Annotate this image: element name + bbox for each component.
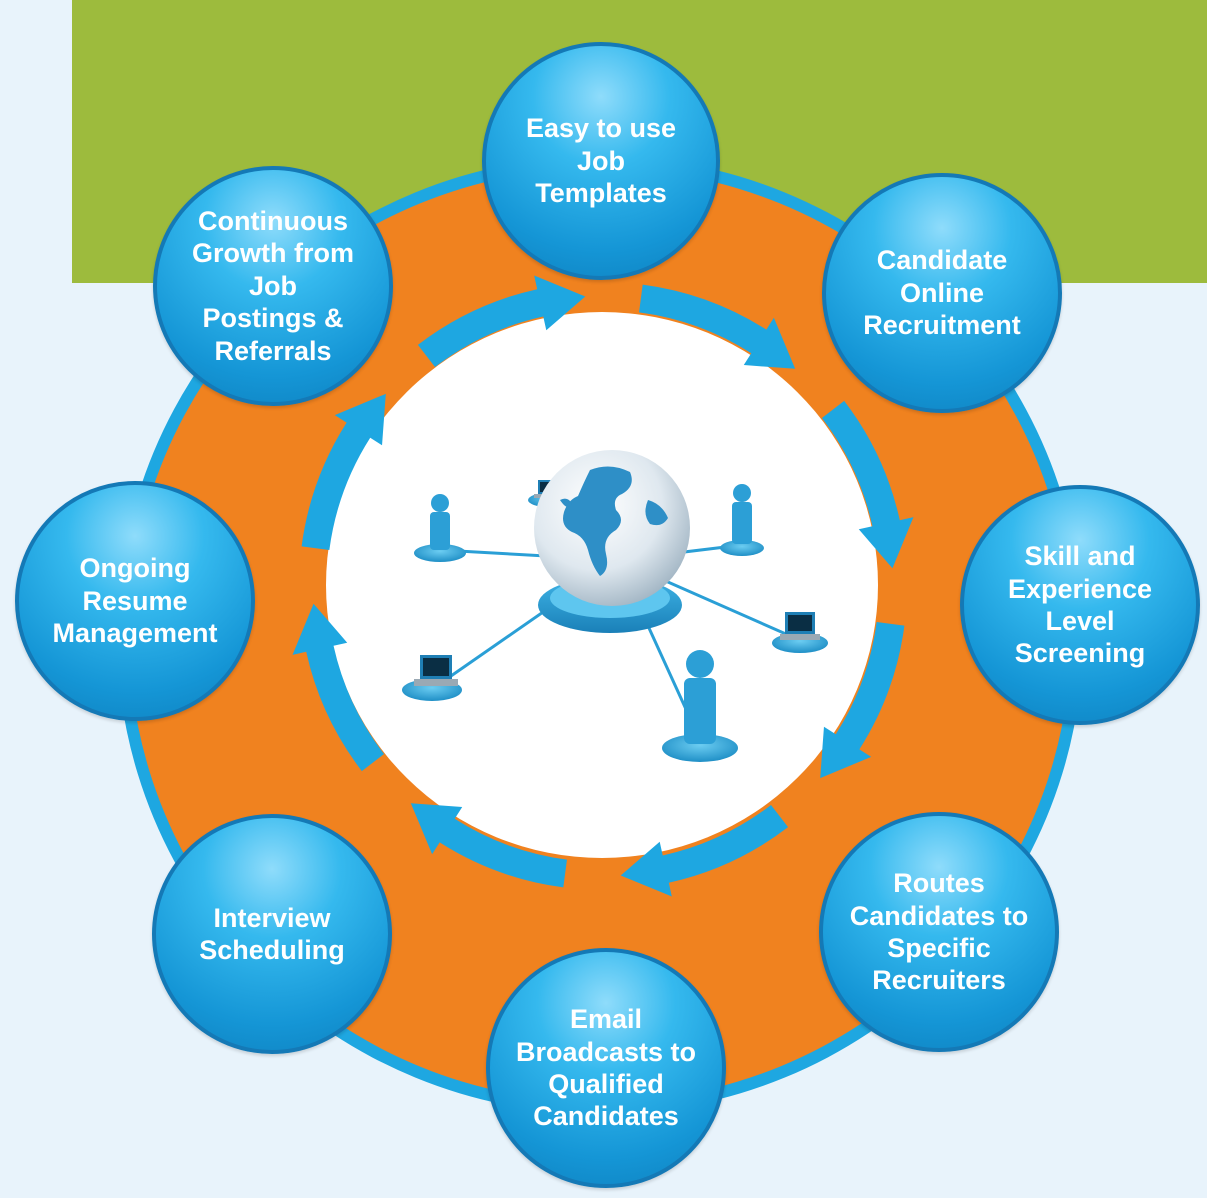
cycle-arrow-8 [417,275,586,368]
person-icon [430,494,450,550]
cycle-arrow-5 [410,803,567,888]
globe-icon [534,450,690,606]
laptop-icon [780,612,820,640]
person-icon [732,484,752,544]
cycle-arrow-3 [820,622,905,779]
cycle-arrow-2 [821,400,914,569]
node-pad [414,544,466,562]
node-pad [720,540,764,556]
cycle-arrow-4 [620,804,789,897]
cycle-arrow-1 [639,284,796,369]
node-pad [662,734,738,762]
cycle-arrow-7 [301,393,386,550]
cycle-arrows [292,275,914,897]
person-icon [684,650,716,744]
cycle-arrow-6 [292,603,385,772]
laptop-icon [414,655,458,686]
network-illustration [402,450,828,762]
